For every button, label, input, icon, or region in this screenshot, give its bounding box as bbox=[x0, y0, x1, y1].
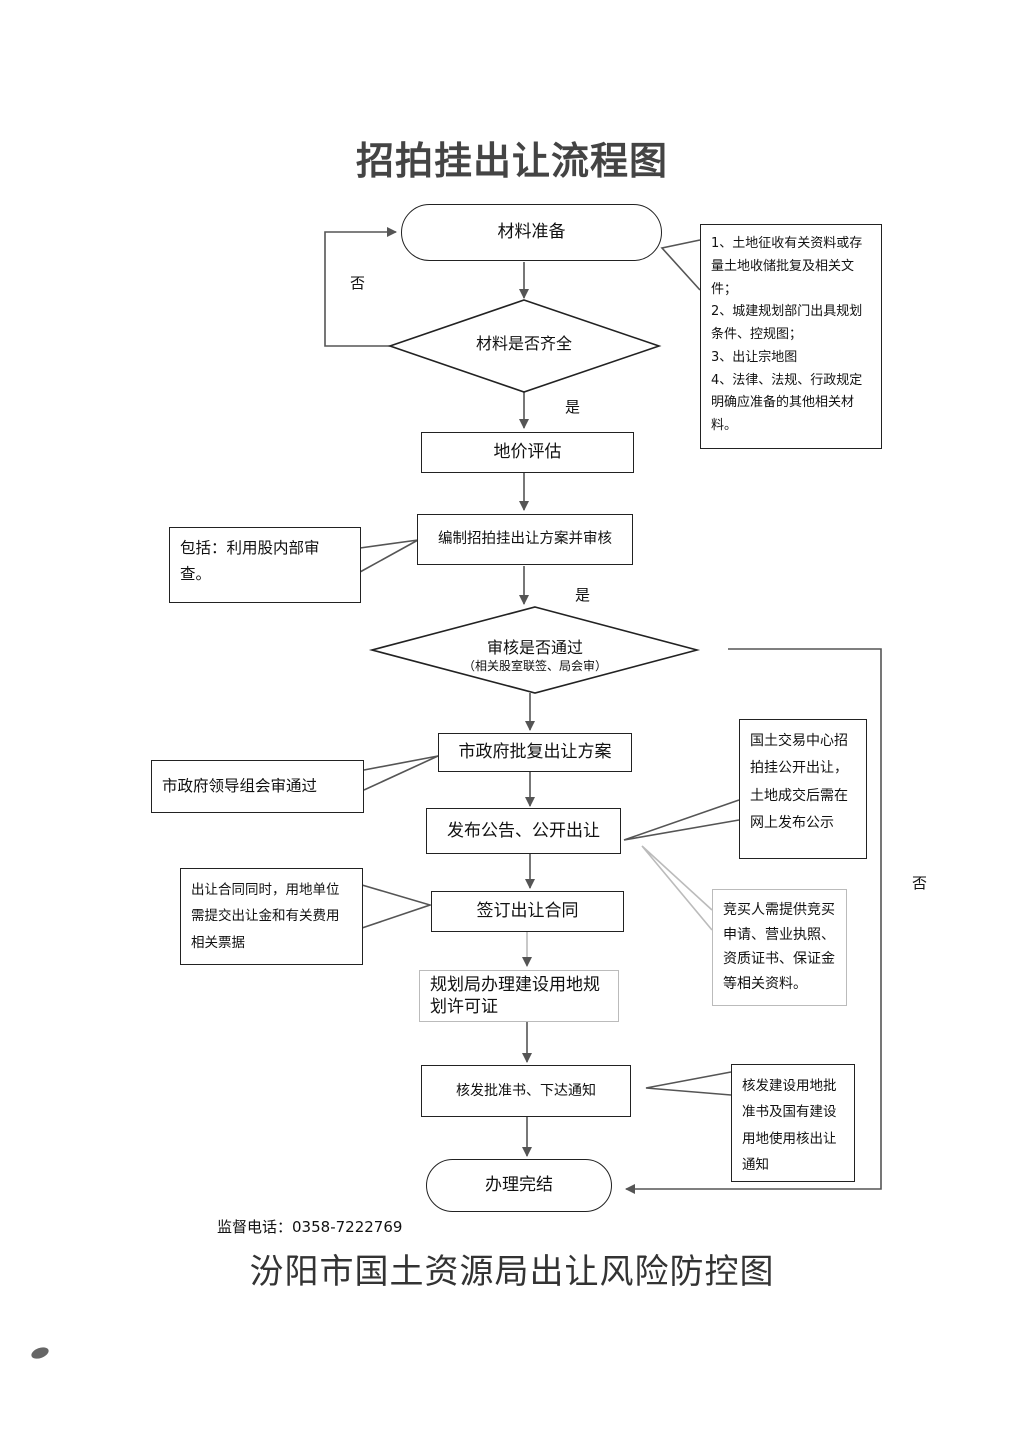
supervision-phone: 监督电话：0358-7222769 bbox=[217, 1216, 402, 1237]
note-internal-review: 包括：利用股内部审查。 bbox=[169, 527, 361, 603]
node-done: 办理完结 bbox=[426, 1159, 612, 1212]
node-announce: 发布公告、公开出让 bbox=[426, 808, 621, 854]
arrow-no-to-done bbox=[625, 648, 882, 1194]
callout-issue-note bbox=[645, 1071, 732, 1096]
node-planning-permit: 规划局办理建设用地规划许可证 bbox=[419, 970, 619, 1022]
page-title: 招拍挂出让流程图 bbox=[355, 138, 668, 183]
note-materials-item-3: 3、出让宗地图 bbox=[711, 349, 798, 365]
label-yes-1: 是 bbox=[565, 398, 581, 416]
node-sign-contract: 签订出让合同 bbox=[431, 891, 624, 932]
node-gov-approval-label: 市政府批复出让方案 bbox=[458, 742, 612, 763]
node-material-prep: 材料准备 bbox=[401, 204, 662, 261]
node-land-price-eval: 地价评估 bbox=[421, 432, 634, 473]
arrow-no-loop-back bbox=[324, 227, 397, 347]
decision-review-sublabel: （相关股室联签、局会审） bbox=[462, 659, 607, 673]
node-material-prep-label: 材料准备 bbox=[497, 222, 566, 243]
note-materials-item-1: 1、土地征收有关资料或存量土地收储批复及相关文件； bbox=[711, 236, 863, 297]
node-sign-contract-label: 签订出让合同 bbox=[476, 901, 579, 922]
callout-trading-center bbox=[623, 799, 740, 841]
node-gov-approval: 市政府批复出让方案 bbox=[438, 733, 632, 772]
note-contract-fee: 出让合同同时，用地单位需提交出让金和有关费用相关票据 bbox=[180, 868, 363, 965]
note-bidder-docs: 竞买人需提供竞买申请、营业执照、资质证书、保证金等相关资料。 bbox=[712, 889, 847, 1006]
node-compile-plan: 编制招拍挂出让方案并审核 bbox=[417, 514, 633, 565]
node-compile-plan-label: 编制招拍挂出让方案并审核 bbox=[438, 530, 612, 547]
note-trading-center: 国土交易中心招拍挂公开出让，土地成交后需在网上发布公示 bbox=[739, 719, 867, 859]
node-issue-approval: 核发批准书、下达通知 bbox=[421, 1065, 631, 1117]
scan-speck bbox=[31, 1347, 49, 1359]
footer-title: 汾阳市国土资源局出让风险防控图 bbox=[249, 1252, 775, 1292]
note-materials-item-2: 2、城建规划部门出具规划条件、控规图； bbox=[711, 304, 863, 342]
node-planning-permit-label: 规划局办理建设用地规划许可证 bbox=[430, 974, 600, 1017]
node-announce-label: 发布公告、公开出让 bbox=[447, 820, 600, 841]
decision-review-shape bbox=[368, 606, 701, 694]
callout-materials bbox=[660, 239, 701, 291]
callout-internal-review bbox=[359, 539, 419, 573]
label-no-1: 否 bbox=[350, 274, 366, 292]
decision-material-shape bbox=[387, 299, 662, 393]
phone-number: 0358-7222769 bbox=[292, 1218, 403, 1236]
decision-material-label: 材料是否齐全 bbox=[475, 334, 572, 353]
label-no-2: 否 bbox=[912, 874, 928, 892]
callout-bidder-docs bbox=[641, 845, 713, 931]
note-materials-item-4: 4、法律、法规、行政规定明确应准备的其他相关材料。 bbox=[711, 372, 863, 434]
note-gov-leader: 市政府领导组会审通过 bbox=[151, 760, 364, 813]
note-materials: 1、土地征收有关资料或存量土地收储批复及相关文件； 2、城建规划部门出具规划条件… bbox=[700, 224, 882, 449]
decision-review-label: 审核是否通过 bbox=[486, 638, 583, 657]
callout-gov-leader bbox=[363, 755, 439, 791]
node-done-label: 办理完结 bbox=[485, 1175, 553, 1196]
note-issue: 核发建设用地批准书及国有建设用地使用核出让通知 bbox=[731, 1064, 855, 1182]
label-yes-2: 是 bbox=[575, 586, 591, 604]
callout-contract-fee bbox=[361, 884, 433, 929]
phone-label: 监督电话： bbox=[217, 1218, 293, 1236]
node-issue-approval-label: 核发批准书、下达通知 bbox=[456, 1082, 596, 1099]
node-land-price-eval-label: 地价评估 bbox=[493, 442, 562, 463]
